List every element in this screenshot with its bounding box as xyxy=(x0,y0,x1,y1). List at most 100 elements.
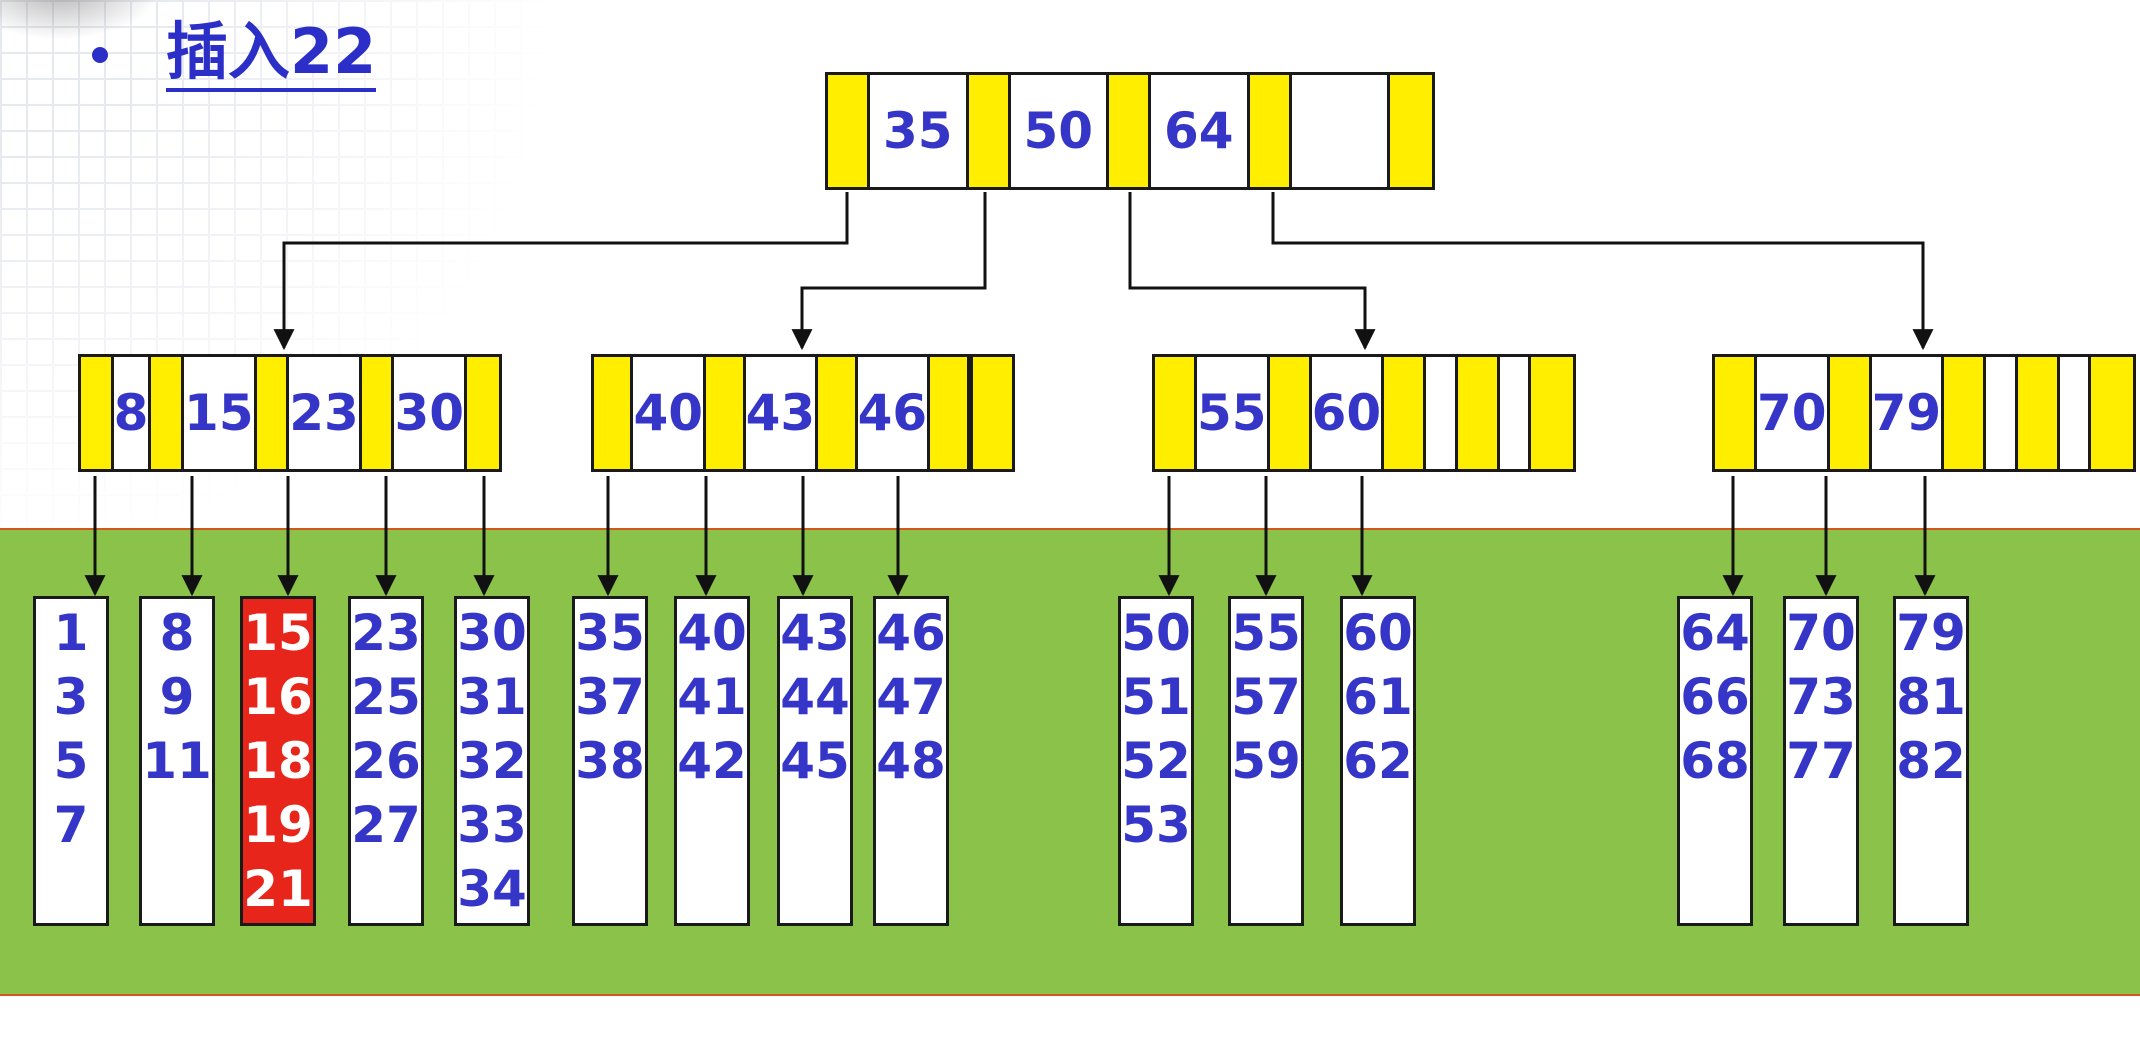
node-key: 43 xyxy=(746,357,819,469)
node-pointer xyxy=(930,357,970,469)
leaf-value: 45 xyxy=(780,732,850,790)
leaf-value: 53 xyxy=(1121,796,1191,854)
leaf-value: 9 xyxy=(159,668,195,726)
node-pointer xyxy=(818,357,858,469)
edge-root-3 xyxy=(1271,192,1934,351)
node-pointer xyxy=(2017,357,2060,469)
leaf-value: 60 xyxy=(1343,604,1413,662)
root-pointer xyxy=(968,75,1011,187)
leaf-value: 41 xyxy=(677,668,747,726)
node-key: 79 xyxy=(1872,357,1945,469)
leaf-value: 33 xyxy=(457,796,527,854)
node-key: 40 xyxy=(633,357,707,469)
node-pointer xyxy=(1155,357,1197,469)
leaf-value: 77 xyxy=(1786,732,1856,790)
edge-root-0 xyxy=(273,192,849,351)
internal-node: 55 60 xyxy=(1152,354,1576,472)
leaf-value: 62 xyxy=(1343,732,1413,790)
slide-title: 插入22 xyxy=(92,17,377,93)
leaf-value: 70 xyxy=(1786,604,1856,662)
leaf-value: 25 xyxy=(351,668,421,726)
node-pointer xyxy=(151,357,185,469)
node-pointer xyxy=(1457,357,1500,469)
leaf-node: 70 73 77 xyxy=(1783,596,1859,926)
node-pointer xyxy=(1715,357,1757,469)
leaf-value: 21 xyxy=(243,860,313,918)
leaf-value: 37 xyxy=(575,668,645,726)
node-key: 46 xyxy=(858,357,931,469)
leaf-value: 68 xyxy=(1680,732,1750,790)
node-pointer xyxy=(1531,357,1573,469)
leaf-value: 51 xyxy=(1121,668,1191,726)
leaf-value: 61 xyxy=(1343,668,1413,726)
node-key: 15 xyxy=(184,357,257,469)
node-pointer xyxy=(1944,357,1987,469)
leaf-value: 40 xyxy=(677,604,747,662)
root-key xyxy=(1292,75,1390,187)
node-pointer xyxy=(1384,357,1427,469)
leaf-value: 31 xyxy=(457,668,527,726)
leaf-value: 43 xyxy=(780,604,850,662)
node-pointer xyxy=(972,357,1012,469)
leaf-value: 66 xyxy=(1680,668,1750,726)
leaf-value: 1 xyxy=(53,604,89,662)
node-pointer xyxy=(361,357,395,469)
leaf-value: 7 xyxy=(53,796,89,854)
node-key xyxy=(969,357,973,469)
leaf-node: 23 25 26 27 xyxy=(348,596,424,926)
root-pointer xyxy=(1109,75,1151,187)
leaf-node: 60 61 62 xyxy=(1340,596,1416,926)
node-key: 60 xyxy=(1312,357,1385,469)
node-pointer xyxy=(81,357,114,469)
leaf-value: 15 xyxy=(243,604,313,662)
leaf-value: 27 xyxy=(351,796,421,854)
leaf-value: 52 xyxy=(1121,732,1191,790)
internal-node: 70 79 xyxy=(1712,354,2136,472)
leaf-value: 23 xyxy=(351,604,421,662)
leaf-value: 18 xyxy=(243,732,313,790)
leaf-value: 16 xyxy=(243,668,313,726)
node-pointer xyxy=(594,357,634,469)
leaf-value: 35 xyxy=(575,604,645,662)
node-pointer xyxy=(467,357,499,469)
leaf-value: 5 xyxy=(53,732,89,790)
leaf-value: 50 xyxy=(1121,604,1191,662)
edge-root-2 xyxy=(1128,192,1376,351)
root-pointer xyxy=(1249,75,1292,187)
bullet-icon xyxy=(92,47,108,64)
leaf-value: 73 xyxy=(1786,668,1856,726)
node-key xyxy=(1500,357,1531,469)
root-pointer xyxy=(828,75,870,187)
internal-node: 8 15 23 30 xyxy=(78,354,502,472)
node-key: 8 xyxy=(114,357,152,469)
node-pointer xyxy=(2091,357,2133,469)
leaf-value: 57 xyxy=(1231,668,1301,726)
leaf-value: 8 xyxy=(159,604,195,662)
leaf-value: 48 xyxy=(876,732,946,790)
leaf-value: 47 xyxy=(876,668,946,726)
node-key: 23 xyxy=(289,357,362,469)
leaf-value: 32 xyxy=(457,732,527,790)
root-key: 35 xyxy=(870,75,969,187)
leaf-node: 79 81 82 xyxy=(1893,596,1969,926)
leaf-value: 82 xyxy=(1896,732,1966,790)
leaf-value: 26 xyxy=(351,732,421,790)
node-pointer xyxy=(706,357,746,469)
node-pointer xyxy=(1829,357,1872,469)
leaf-value: 79 xyxy=(1896,604,1966,662)
leaf-value: 42 xyxy=(677,732,747,790)
leaf-value: 11 xyxy=(142,732,212,790)
leaf-node: 1 3 5 7 xyxy=(33,596,109,926)
node-key xyxy=(1986,357,2018,469)
leaf-value: 81 xyxy=(1896,668,1966,726)
node-pointer xyxy=(256,357,290,469)
edge-root-1 xyxy=(791,192,987,351)
leaf-node: 8 9 11 xyxy=(139,596,215,926)
leaf-value: 3 xyxy=(53,668,89,726)
